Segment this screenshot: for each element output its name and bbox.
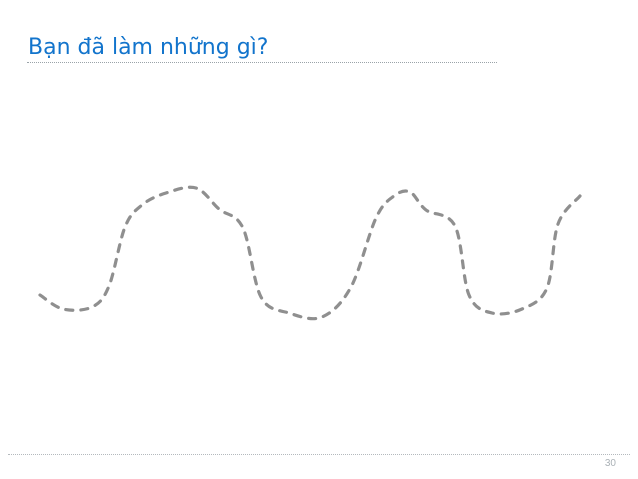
footer-rule: [8, 454, 630, 455]
title-underline-rule: [27, 62, 497, 63]
journey-wave-path: [38, 185, 582, 321]
page-number: 30: [604, 458, 616, 469]
slide-title: Bạn đã làm những gì?: [28, 35, 269, 60]
